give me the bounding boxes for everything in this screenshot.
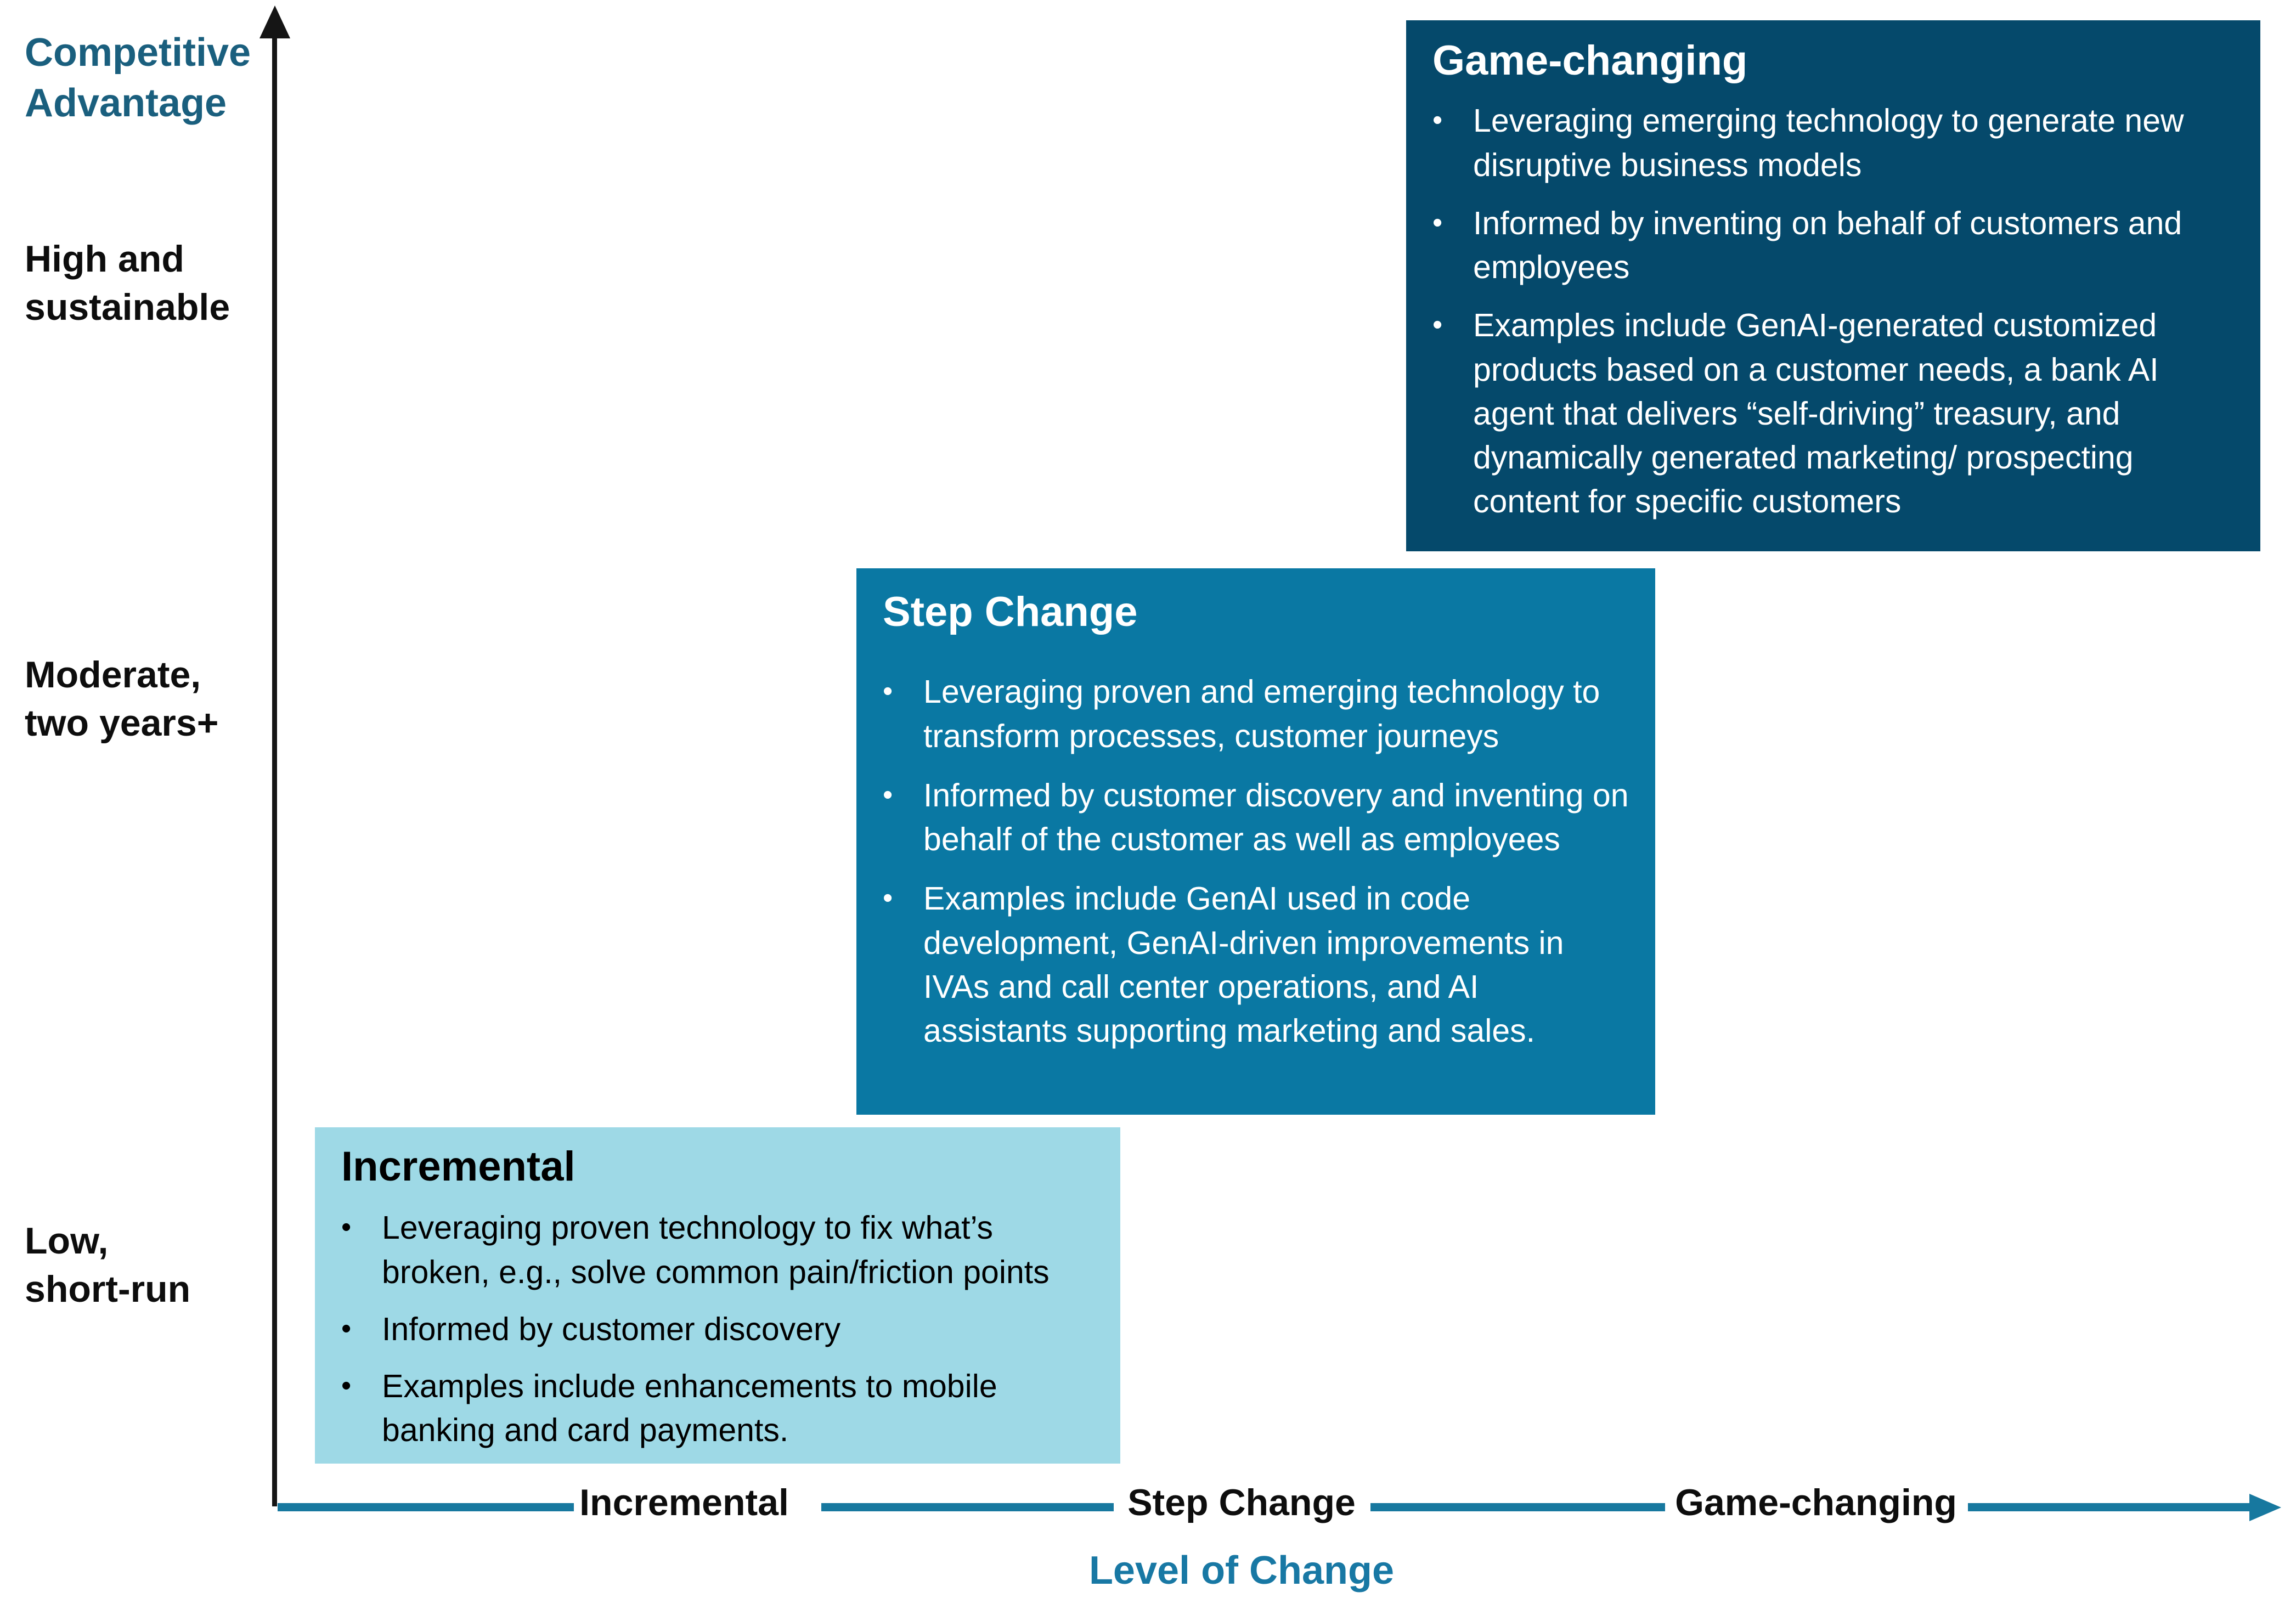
bullet-text: Informed by customer discovery and inven… (923, 777, 1629, 858)
bullet-text: Informed by inventing on behalf of custo… (1473, 205, 2182, 286)
box-game-changing-title: Game-changing (1432, 37, 1748, 84)
bullet-marker: • (883, 675, 893, 708)
bullet-marker: • (341, 1370, 352, 1402)
box-game-changing-bullets: • Leveraging emerging technology to gene… (1432, 99, 2234, 523)
x-axis-label-incremental: Incremental (579, 1482, 789, 1523)
box-incremental: Incremental • Leveraging proven technolo… (315, 1127, 1120, 1464)
bullet-marker: • (883, 778, 893, 811)
y-axis-label-high: High and sustainable (25, 238, 230, 329)
y-axis-line (272, 15, 277, 1506)
y-axis-label-low: Low, short-run (25, 1220, 191, 1311)
x-axis-segment (1370, 1503, 1665, 1511)
bullet-item: • Examples include enhancements to mobil… (341, 1364, 1094, 1452)
x-axis-label-step-change: Step Change (1127, 1482, 1356, 1523)
bullet-marker: • (341, 1312, 352, 1345)
box-step-change-bullets: • Leveraging proven and emerging technol… (883, 670, 1629, 1053)
x-axis-label-game-changing: Game-changing (1675, 1482, 1957, 1523)
bullet-text: Informed by customer discovery (382, 1311, 841, 1347)
bullet-text: Leveraging proven technology to fix what… (382, 1210, 1050, 1290)
bullet-marker: • (341, 1211, 352, 1244)
bullet-item: • Leveraging emerging technology to gene… (1432, 99, 2234, 187)
bullet-item: • Informed by inventing on behalf of cus… (1432, 201, 2234, 289)
bullet-text: Examples include GenAI used in code deve… (923, 880, 1564, 1049)
box-incremental-bullets: • Leveraging proven technology to fix wh… (341, 1206, 1094, 1452)
box-step-change-title: Step Change (883, 589, 1138, 635)
bullet-item: • Informed by customer discovery and inv… (883, 773, 1629, 861)
box-incremental-title: Incremental (341, 1143, 576, 1190)
x-axis-arrowhead-icon (2249, 1494, 2281, 1521)
x-axis-title: Level of Change (1088, 1549, 1395, 1593)
bullet-marker: • (883, 882, 893, 914)
bullet-text: Examples include enhancements to mobile … (382, 1368, 997, 1449)
bullet-marker: • (1432, 104, 1443, 137)
bullet-marker: • (1432, 206, 1443, 239)
y-axis-label-moderate: Moderate, two years+ (25, 654, 219, 744)
bullet-item: • Examples include GenAI-generated custo… (1432, 303, 2234, 523)
box-step-change: Step Change • Leveraging proven and emer… (856, 568, 1655, 1115)
x-axis-segment (1968, 1503, 2250, 1511)
bullet-item: • Leveraging proven and emerging technol… (883, 670, 1629, 758)
y-axis-title: Competitive Advantage (25, 31, 251, 126)
box-game-changing: Game-changing • Leveraging emerging tech… (1406, 20, 2260, 551)
bullet-text: Leveraging proven and emerging technolog… (923, 674, 1600, 754)
x-axis-segment (821, 1503, 1114, 1511)
bullet-item: • Examples include GenAI used in code de… (883, 877, 1629, 1053)
bullet-item: • Leveraging proven technology to fix wh… (341, 1206, 1094, 1294)
bullet-item: • Informed by customer discovery (341, 1307, 1094, 1351)
x-axis-segment (278, 1503, 574, 1511)
bullet-text: Leveraging emerging technology to genera… (1473, 103, 2184, 183)
bullet-text: Examples include GenAI-generated customi… (1473, 307, 2159, 520)
bullet-marker: • (1432, 309, 1443, 341)
